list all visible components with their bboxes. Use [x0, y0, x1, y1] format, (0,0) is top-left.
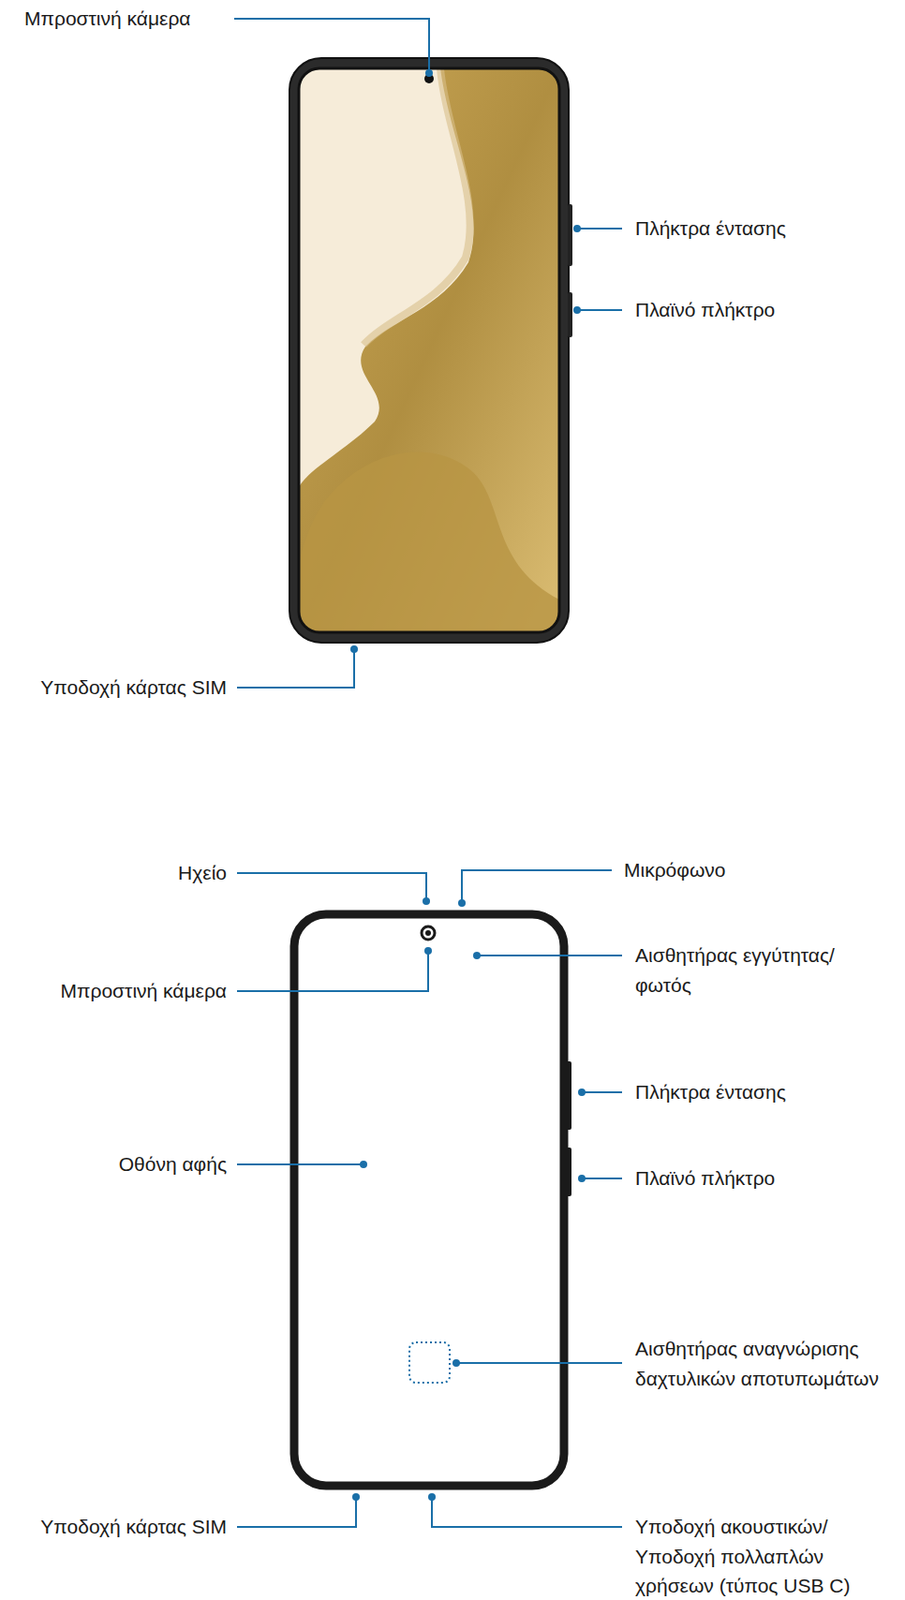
side-key: [567, 292, 573, 338]
leader-dots: [350, 69, 586, 1501]
leader-lines: [234, 18, 623, 1528]
part-label: Μπροστινή κάμερα: [60, 976, 227, 1007]
part-label: Υποδοχή ακουστικών/ Υποδοχή πολλαπλών χρ…: [635, 1512, 857, 1600]
part-label: Υποδοχή κάρτας SIM: [40, 672, 227, 703]
part-label: Ηχείο: [178, 858, 227, 889]
part-label: Πλαϊνό πλήκτρο: [635, 1163, 775, 1194]
part-label: Πλήκτρα έντασης: [635, 213, 787, 244]
part-label: Μπροστινή κάμερα: [24, 3, 191, 34]
part-label: Αισθητήρας εγγύτητας/ φωτός: [635, 940, 857, 1000]
side-key: [565, 1147, 572, 1197]
camera-hole: [421, 926, 435, 940]
part-label: Πλαϊνό πλήκτρο: [635, 295, 775, 326]
volume-key: [567, 204, 573, 267]
volume-key: [565, 1061, 572, 1130]
phone-body: [289, 58, 569, 643]
fingerprint-area: [409, 1342, 450, 1383]
phone-outline: [294, 914, 564, 1486]
part-label: Πλήκτρα έντασης: [635, 1077, 787, 1108]
wallpaper: [298, 68, 560, 633]
part-label: Μικρόφωνο: [623, 855, 726, 886]
part-label: Οθόνη αφής: [118, 1149, 227, 1180]
part-label: Αισθητήρας αναγνώρισης δαχτυλικών αποτυπ…: [635, 1334, 900, 1394]
part-label: Υποδοχή κάρτας SIM: [40, 1512, 227, 1543]
